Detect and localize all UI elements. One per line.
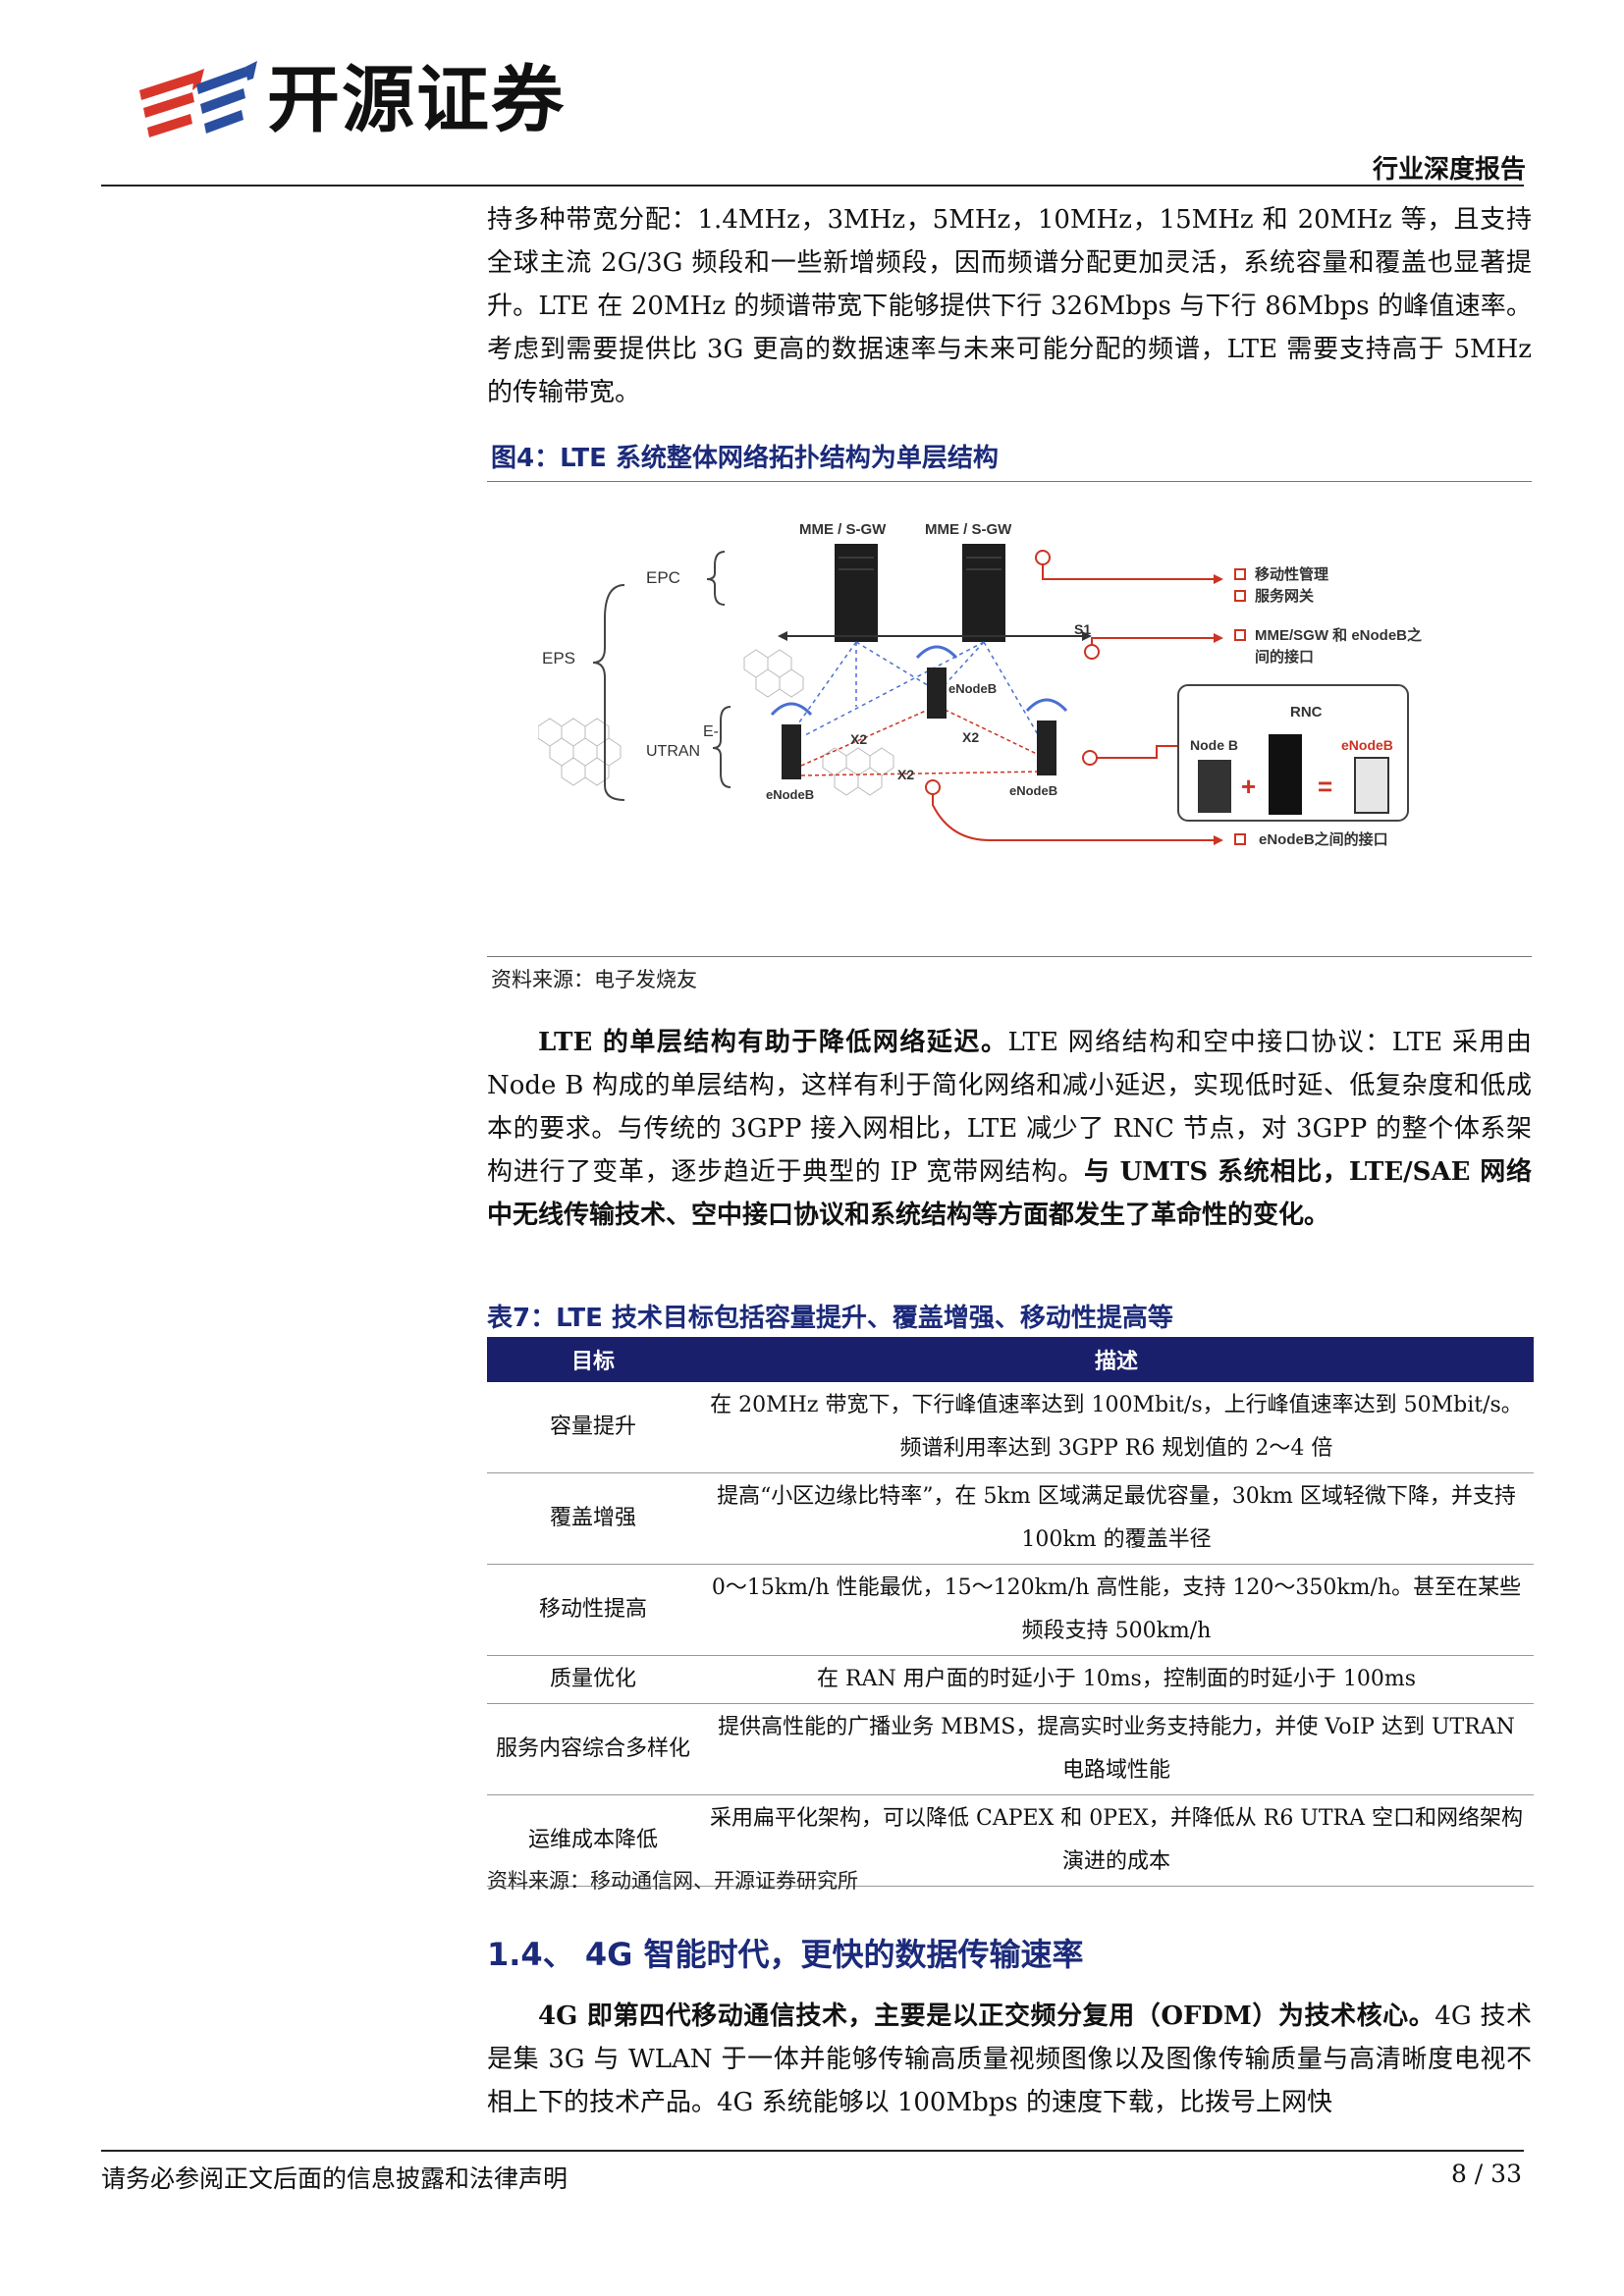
header-divider	[101, 185, 1524, 187]
enodeb-tower-icon	[770, 702, 813, 779]
s1-label: S1	[1074, 621, 1091, 637]
table-row: 服务内容综合多样化 提供高性能的广播业务 MBMS，提高实时业务支持能力，并使 …	[487, 1703, 1534, 1795]
eutran-label-2: UTRAN	[646, 743, 700, 760]
eps-label: EPS	[542, 649, 575, 667]
table-row: 质量优化 在 RAN 用户面的时延小于 10ms，控制面的时延小于 100ms	[487, 1655, 1534, 1704]
goal-cell: 覆盖增强	[487, 1472, 699, 1565]
eutran-brace-icon	[712, 706, 731, 788]
x2-label-c: X2	[897, 767, 914, 782]
rnc-rack-icon	[1269, 734, 1302, 815]
footer-disclaimer: 请务必参阅正文后面的信息披露和法律声明	[101, 2164, 568, 2193]
para2-body: LTE 网络结构和空中接口协议：LTE 采用由 Node B 构成的单层结构，这…	[487, 1028, 1532, 1187]
goal-cell: 运维成本降低	[487, 1794, 699, 1887]
note-x2: eNodeB之间的接口	[1259, 830, 1388, 848]
note-mobility: 移动性管理	[1255, 565, 1328, 583]
para3-body: 4G 技术是集 3G 与 WLAN 于一体并能够传输高质量视频图像以及图像传输质…	[487, 2002, 1532, 2117]
enodeb-tower-icon	[1025, 698, 1068, 775]
nodeb-rack-icon	[1198, 760, 1231, 813]
desc-cell: 0～15km/h 性能最优，15～120km/h 高性能，支持 120～350k…	[699, 1564, 1534, 1656]
lte-topology-diagram: EPS EPC E- UTRAN MME / S-GW MME / S-GW S…	[538, 521, 1422, 848]
x2-label-b: X2	[962, 729, 979, 745]
enb-left-label: eNodeB	[766, 787, 814, 802]
enb-right-label: eNodeB	[1009, 783, 1057, 798]
para3-lead: 4G 即第四代移动通信技术，主要是以正交频分复用（OFDM）为技术核心。	[538, 2002, 1435, 2031]
desc-cell: 采用扁平化架构，可以降低 CAPEX 和 0PEX，并降低从 R6 UTRA 空…	[699, 1794, 1534, 1887]
desc-cell: 提高“小区边缘比特率”，在 5km 区域满足最优容量，30km 区域轻微下降，并…	[699, 1472, 1534, 1565]
table-row: 移动性提高 0～15km/h 性能最优，15～120km/h 高性能，支持 12…	[487, 1564, 1534, 1656]
epc-brace-icon	[706, 551, 726, 606]
note-s1-1: MME/SGW 和 eNodeB之	[1255, 626, 1422, 644]
goal-cell: 质量优化	[487, 1655, 699, 1704]
note-s1-2: 间的接口	[1255, 648, 1314, 666]
plus-icon: +	[1241, 772, 1256, 801]
desc-cell: 在 20MHz 带宽下，下行峰值速率达到 100Mbit/s，上行峰值速率达到 …	[699, 1382, 1534, 1473]
paragraph-bandwidth: 持多种带宽分配：1.4MHz，3MHz，5MHz，10MHz，15MHz 和 2…	[487, 205, 1532, 407]
brand-logo-icon	[139, 61, 257, 137]
mme-server-icon	[835, 544, 878, 642]
mme-label-1: MME / S-GW	[799, 521, 887, 538]
brand-name: 开源证券	[267, 58, 566, 142]
paragraph-single-layer: LTE 的单层结构有助于降低网络延迟。LTE 网络结构和空中接口协议：LTE 采…	[487, 1021, 1532, 1237]
table-row: 覆盖增强 提高“小区边缘比特率”，在 5km 区域满足最优容量，30km 区域轻…	[487, 1472, 1534, 1565]
desc-cell: 提供高性能的广播业务 MBMS，提高实时业务支持能力，并使 VoIP 达到 UT…	[699, 1703, 1534, 1795]
report-type: 行业深度报告	[1372, 155, 1526, 185]
table-7-title: 表7：LTE 技术目标包括容量提升、覆盖增强、移动性提高等	[487, 1304, 1173, 1333]
goal-cell: 移动性提高	[487, 1564, 699, 1656]
paragraph-4g: 4G 即第四代移动通信技术，主要是以正交频分复用（OFDM）为技术核心。4G 技…	[487, 1995, 1532, 2124]
goal-cell: 容量提升	[487, 1382, 699, 1473]
figure-source: 资料来源：电子发烧友	[491, 968, 697, 991]
mme-label-2: MME / S-GW	[925, 521, 1012, 538]
table-header-row: 目标 描述	[487, 1337, 1534, 1382]
enb-top-label: eNodeB	[948, 681, 997, 696]
figure-top-rule	[487, 481, 1532, 482]
page-number: 8 / 33	[1450, 2160, 1522, 2188]
eps-brace-icon	[592, 584, 625, 801]
rnc-box	[1177, 684, 1409, 822]
table-row: 容量提升 在 20MHz 带宽下，下行峰值速率达到 100Mbit/s，上行峰值…	[487, 1382, 1534, 1473]
para2-tail: 与 UMTS 系统相比，LTE/SAE 网络中无线传输技术、空中接口协议和系统结…	[487, 1157, 1532, 1230]
figure-4-title: 图4：LTE 系统整体网络拓扑结构为单层结构	[491, 444, 999, 473]
epc-label: EPC	[646, 568, 680, 587]
enodeb-tower-icon	[915, 645, 958, 719]
mme-server-icon	[962, 544, 1005, 642]
note-gateway: 服务网关	[1255, 587, 1314, 605]
equals-icon: =	[1318, 772, 1332, 801]
enodeb-rack-icon	[1354, 757, 1389, 814]
para2-lead: LTE 的单层结构有助于降低网络延迟。	[538, 1028, 1008, 1057]
desc-cell: 在 RAN 用户面的时延小于 10ms，控制面的时延小于 100ms	[699, 1655, 1534, 1704]
enodeb-red-label: eNodeB	[1341, 737, 1393, 753]
header-desc: 描述	[699, 1337, 1534, 1382]
nodeb-label: Node B	[1190, 737, 1238, 753]
rnc-label: RNC	[1290, 704, 1323, 721]
lte-goals-table: 目标 描述 容量提升 在 20MHz 带宽下，下行峰值速率达到 100Mbit/…	[487, 1337, 1534, 1887]
header-goal: 目标	[487, 1337, 699, 1382]
section-title: 1.4、 4G 智能时代，更快的数据传输速率	[487, 1936, 1084, 1973]
footer-divider	[101, 2150, 1524, 2152]
figure-bottom-rule	[487, 956, 1532, 957]
table-source: 资料来源：移动通信网、开源证券研究所	[487, 1869, 858, 1893]
table-row: 运维成本降低 采用扁平化架构，可以降低 CAPEX 和 0PEX，并降低从 R6…	[487, 1794, 1534, 1887]
eutran-label-1: E-	[703, 723, 719, 740]
cell-honeycomb-icon	[538, 649, 894, 796]
x2-label-a: X2	[850, 731, 867, 747]
goal-cell: 服务内容综合多样化	[487, 1703, 699, 1795]
